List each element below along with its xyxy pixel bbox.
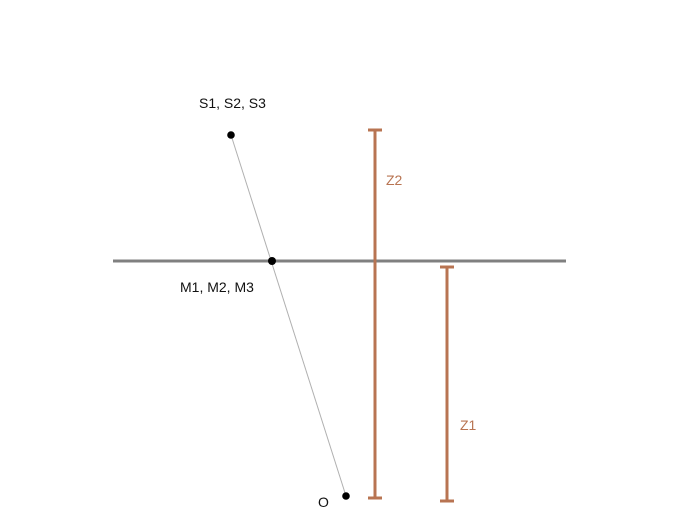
observer-label: O (318, 494, 329, 510)
z2-label: Z2 (386, 172, 403, 188)
observer-point (342, 492, 350, 500)
mirror-point (268, 257, 276, 265)
source-point (227, 131, 235, 139)
source-points-label: S1, S2, S3 (199, 95, 266, 111)
mirror-points-label: M1, M2, M3 (180, 279, 254, 295)
ray-line (230, 134, 347, 497)
z1-dimension-bar (440, 265, 454, 503)
z1-label: Z1 (460, 417, 477, 433)
z2-dimension-bar (368, 128, 382, 500)
